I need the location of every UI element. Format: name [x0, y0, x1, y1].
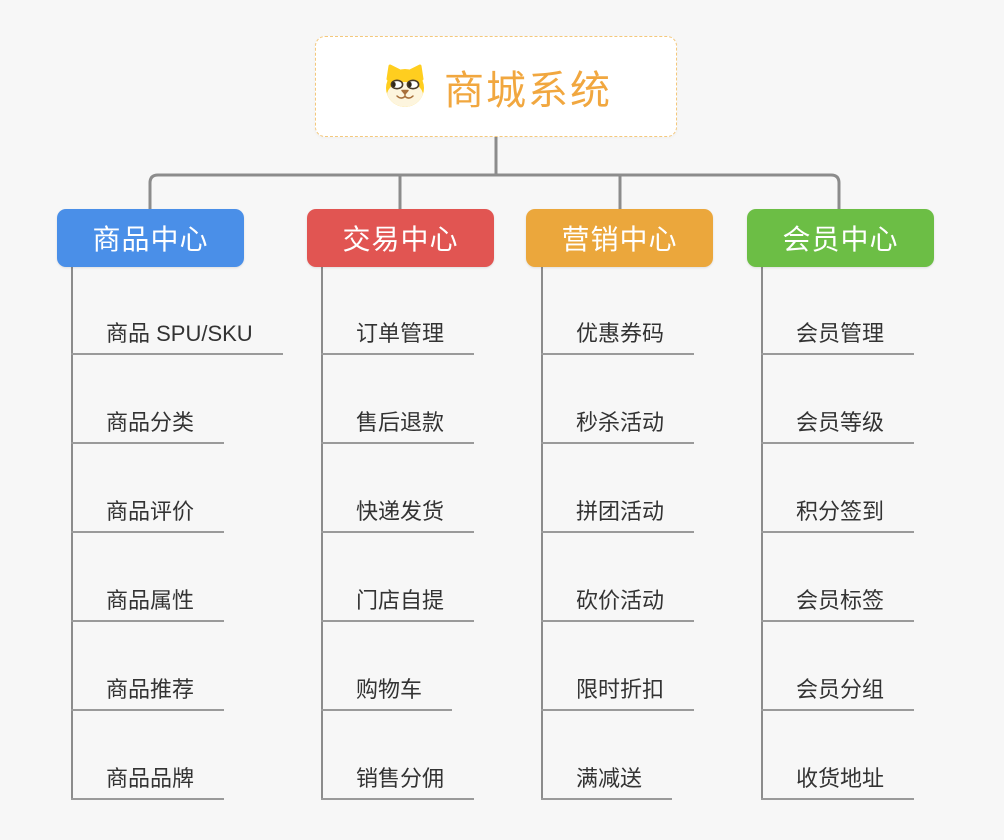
- leaf-node[interactable]: 快递发货: [321, 498, 475, 533]
- leaf-node[interactable]: 砍价活动: [541, 587, 695, 622]
- leaf-node[interactable]: 积分签到: [761, 498, 915, 533]
- leaf-node[interactable]: 商品 SPU/SKU: [71, 320, 283, 355]
- dog-face-icon: [380, 63, 430, 110]
- leaf-node[interactable]: 会员标签: [761, 587, 915, 622]
- leaf-node[interactable]: 满减送: [541, 765, 673, 800]
- root-node[interactable]: 商城系统: [315, 36, 677, 137]
- leaf-node[interactable]: 商品属性: [71, 587, 225, 622]
- leaf-node[interactable]: 收货地址: [761, 765, 915, 800]
- leaf-node[interactable]: 会员分组: [761, 676, 915, 711]
- branch-node-member-center[interactable]: 会员中心: [747, 209, 934, 267]
- leaf-node[interactable]: 限时折扣: [541, 676, 695, 711]
- leaf-node[interactable]: 优惠券码: [541, 320, 695, 355]
- leaf-node[interactable]: 门店自提: [321, 587, 475, 622]
- leaf-node[interactable]: 商品品牌: [71, 765, 225, 800]
- leaf-node[interactable]: 销售分佣: [321, 765, 475, 800]
- branch-node-product-center[interactable]: 商品中心: [57, 209, 244, 267]
- leaf-node[interactable]: 售后退款: [321, 409, 475, 444]
- leaf-node[interactable]: 商品评价: [71, 498, 225, 533]
- leaf-node[interactable]: 会员等级: [761, 409, 915, 444]
- leaf-node[interactable]: 购物车: [321, 676, 453, 711]
- root-title: 商城系统: [444, 68, 612, 113]
- leaf-node[interactable]: 会员管理: [761, 320, 915, 355]
- leaf-node[interactable]: 订单管理: [321, 320, 475, 355]
- leaf-node[interactable]: 拼团活动: [541, 498, 695, 533]
- branch-node-trade-center[interactable]: 交易中心: [307, 209, 494, 267]
- leaf-node[interactable]: 秒杀活动: [541, 409, 695, 444]
- branch-node-marketing-center[interactable]: 营销中心: [526, 209, 713, 267]
- leaf-node[interactable]: 商品推荐: [71, 676, 225, 711]
- leaf-node[interactable]: 商品分类: [71, 409, 225, 444]
